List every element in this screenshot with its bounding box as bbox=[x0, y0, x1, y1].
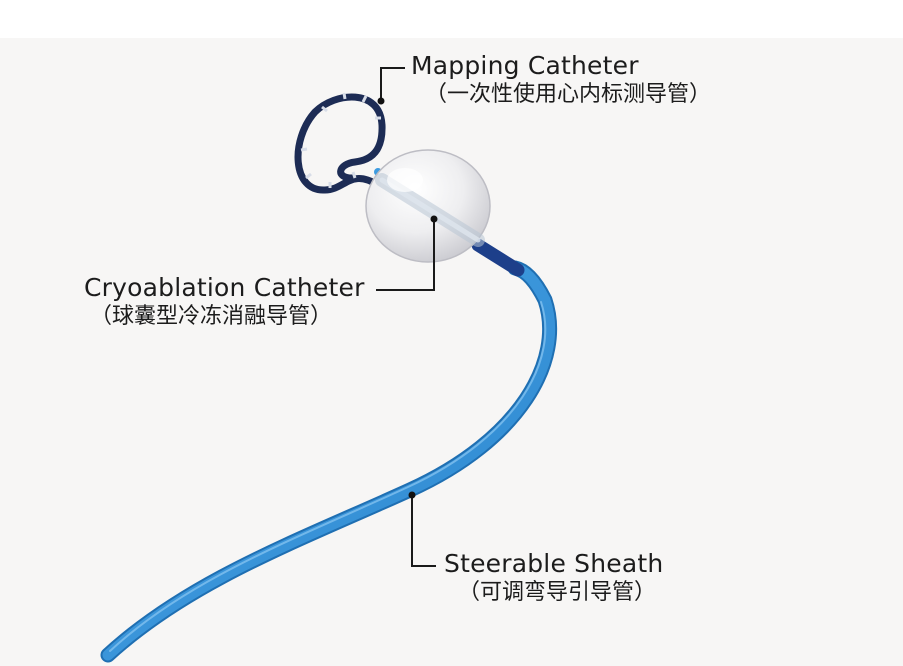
label-cryo-zh: （球囊型冷冻消融导管） bbox=[90, 304, 333, 329]
label-cryoablation-catheter: Cryoablation Catheter （球囊型冷冻消融导管） bbox=[84, 273, 365, 331]
cryoablation-balloon bbox=[365, 149, 491, 263]
leader-mapping bbox=[380, 67, 405, 101]
leader-dots bbox=[377, 97, 438, 499]
label-cryo-en: Cryoablation Catheter bbox=[84, 273, 365, 302]
leader-sheath bbox=[411, 495, 436, 567]
label-sheath-zh: （可调弯导引导管） bbox=[458, 580, 657, 605]
figure-background bbox=[0, 38, 903, 666]
label-mapping-catheter: Mapping Catheter （一次性使用心内标测导管） bbox=[411, 51, 711, 109]
dot-sheath bbox=[408, 491, 416, 499]
label-mapping-en: Mapping Catheter bbox=[411, 51, 639, 80]
steerable-sheath bbox=[100, 238, 558, 663]
label-sheath-en: Steerable Sheath bbox=[444, 549, 664, 578]
leader-lines bbox=[376, 67, 436, 567]
dot-mapping bbox=[377, 97, 385, 105]
dot-cryo bbox=[430, 215, 438, 223]
leader-cryo bbox=[376, 219, 435, 291]
label-steerable-sheath: Steerable Sheath （可调弯导引导管） bbox=[444, 549, 663, 607]
label-mapping-zh: （一次性使用心内标测导管） bbox=[425, 82, 712, 107]
